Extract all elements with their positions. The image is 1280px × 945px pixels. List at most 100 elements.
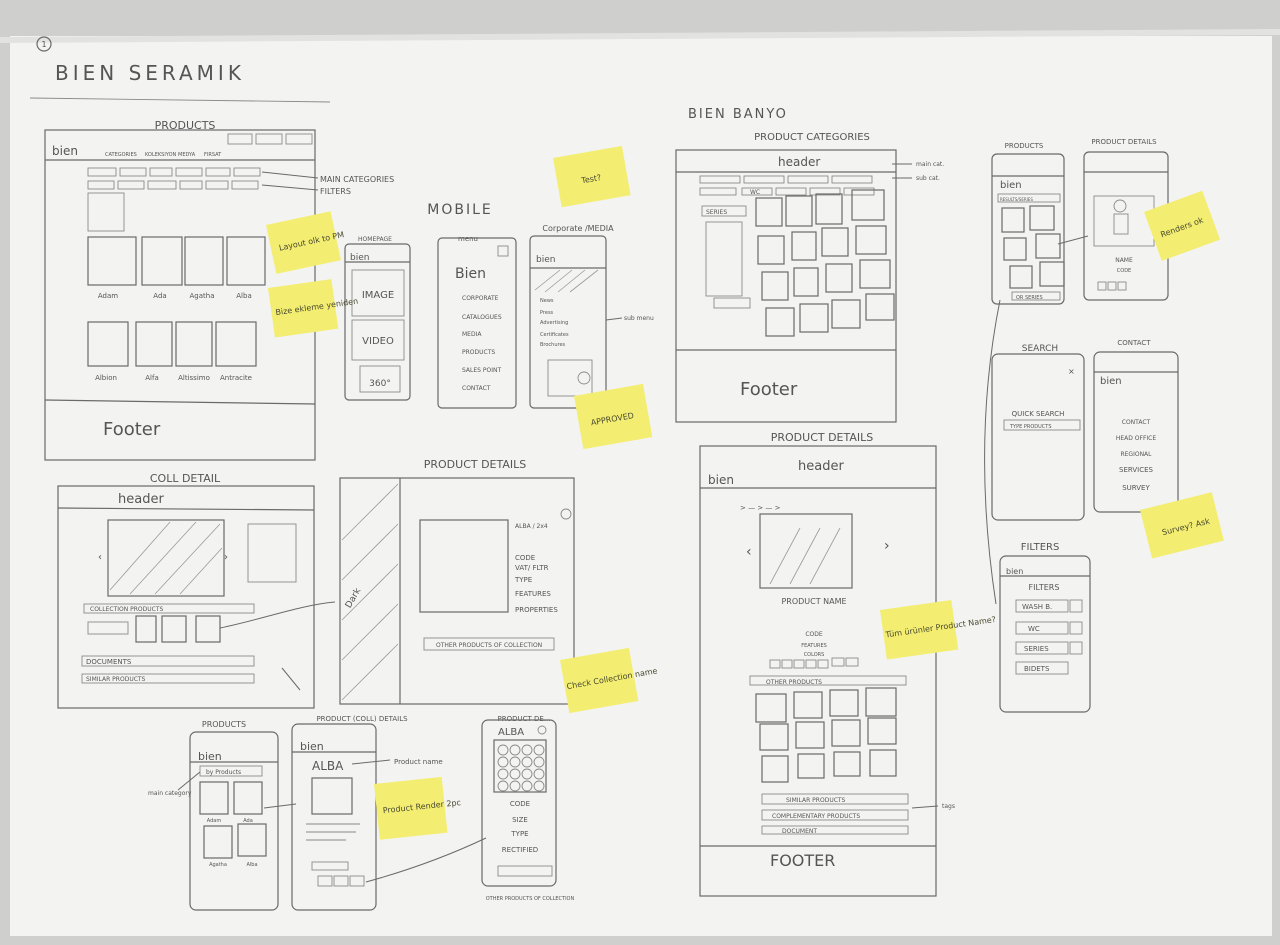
banyo-categories-wireframe: PRODUCT CATEGORIES header main cat. sub … bbox=[675, 132, 944, 423]
banyo-filters-wireframe: FILTERS bien FILTERS WASH B. WC SERIES B… bbox=[999, 542, 1091, 713]
seramik-products-wireframe: PRODUCTS bien CATEGORIES KOLEKSIYON MEDY… bbox=[44, 119, 394, 461]
detail2-field: RECTIFIED bbox=[502, 846, 538, 854]
banyo-colors: COLORS bbox=[804, 652, 825, 658]
banyo-details-logo: bien bbox=[708, 473, 734, 487]
seramik-mobile-product-detail2-wireframe: PRODUCT DE... ALBA CODE SIZE TYPE RECTIF… bbox=[481, 715, 574, 902]
tile-label: Albion bbox=[95, 374, 117, 382]
tile-label: Ada bbox=[153, 292, 166, 300]
tile-label: Altissimo bbox=[178, 374, 210, 382]
page-title: BIEN SERAMIK bbox=[55, 61, 245, 85]
coll-detail-title: COLL DETAIL bbox=[150, 472, 221, 485]
callout-product-name: Product name bbox=[394, 758, 443, 766]
mobile-products-logo: bien bbox=[198, 750, 222, 763]
mobile-details-name: ALBA bbox=[312, 759, 344, 773]
sticky-note: Renders ok bbox=[1144, 190, 1221, 261]
callout-sub-menu: sub menu bbox=[624, 315, 654, 322]
menu-item: CONTACT bbox=[462, 385, 491, 392]
tile-label: Adam bbox=[98, 292, 118, 300]
mobile-corporate-logo: bien bbox=[536, 255, 555, 265]
banyo-bar: SIMILAR PRODUCTS bbox=[786, 797, 846, 804]
menu-item: SALES POINT bbox=[462, 367, 501, 374]
filters-title: FILTERS bbox=[1021, 542, 1060, 553]
products-nav-4: FIRSAT bbox=[204, 152, 222, 158]
menu-item: PRODUCTS bbox=[462, 349, 495, 356]
banyo-bar: DOCUMENT bbox=[782, 828, 817, 835]
products-logo: bien bbox=[52, 144, 78, 158]
banyo-categories-header: header bbox=[778, 155, 820, 169]
svg-text:›: › bbox=[224, 552, 228, 563]
page-number: 1 bbox=[41, 40, 46, 49]
quick-search-label: QUICK SEARCH bbox=[1012, 410, 1065, 418]
spec-line: FEATURES bbox=[515, 590, 551, 598]
tile-label: Adam bbox=[207, 818, 222, 824]
contact-item: SERVICES bbox=[1119, 466, 1154, 474]
sticky-note: Layout olk to PM bbox=[266, 211, 345, 274]
banyo-mobile-bottom: OR SERIES bbox=[1016, 295, 1043, 301]
svg-text:Test?: Test? bbox=[580, 173, 602, 186]
mobile-corporate-title: Corporate /MEDIA bbox=[542, 224, 614, 233]
banyo-product-details-wireframe: PRODUCT DETAILS bien header > — > — > ‹ … bbox=[699, 431, 955, 897]
products-nav-1: CATEGORIES bbox=[105, 152, 137, 158]
svg-text:›: › bbox=[884, 538, 890, 554]
banyo-mobile-details-title: PRODUCT DETAILS bbox=[1091, 138, 1157, 146]
sub-item: Brochures bbox=[540, 342, 566, 348]
mobile-detail2-title: PRODUCT DE... bbox=[498, 715, 551, 723]
image-block-label: IMAGE bbox=[362, 290, 394, 301]
mobile-products-filter: by Products bbox=[206, 769, 241, 776]
banyo-mobile-details-wireframe: PRODUCT DETAILS NAME CODE bbox=[1083, 138, 1169, 301]
mobile-homepage-logo: bien bbox=[350, 253, 369, 263]
sub-item: Advertising bbox=[540, 320, 568, 326]
banyo-filter-a: SERIES bbox=[706, 209, 727, 216]
callout-main-categories: MAIN CATEGORIES bbox=[320, 175, 394, 184]
filter-item: WC bbox=[1028, 625, 1040, 633]
spec-line: VAT/ FLTR bbox=[515, 564, 549, 572]
tile-label: Agatha bbox=[190, 292, 215, 300]
tour-block-label: 360° bbox=[369, 379, 391, 389]
coll-bar: COLLECTION PRODUCTS bbox=[90, 606, 164, 613]
mobile-details-logo: bien bbox=[300, 740, 324, 753]
products-nav-3: MEDYA bbox=[178, 152, 196, 158]
mobile-menu-logo: Bien bbox=[455, 266, 486, 282]
spec-line: PROPERTIES bbox=[515, 606, 558, 614]
spec-line: ALBA / 2x4 bbox=[515, 523, 548, 530]
menu-item: CORPORATE bbox=[462, 295, 499, 302]
mobile-products-title: PRODUCTS bbox=[202, 720, 246, 729]
banyo-features: FEATURES bbox=[801, 643, 827, 649]
seramik-mobile-wireframes: MOBILE HOMEPAGE bien IMAGE VIDEO 360° me… bbox=[344, 202, 654, 409]
tile-label: Alfa bbox=[145, 374, 159, 382]
banyo-mobile-filter: RESULTS/SERIES bbox=[1000, 197, 1033, 202]
menu-item: MEDIA bbox=[462, 331, 482, 338]
banyo-categories-title: PRODUCT CATEGORIES bbox=[754, 132, 870, 143]
seramik-mobile-product-details-wireframe: PRODUCT (COLL) DETAILS bien ALBA Product… bbox=[291, 715, 487, 911]
sticky-note: Product Render 2pc bbox=[374, 776, 461, 840]
banyo-title: BIEN BANYO bbox=[688, 107, 788, 122]
banyo-product-name: PRODUCT NAME bbox=[781, 597, 846, 606]
banyo-mobile-logo: bien bbox=[1000, 180, 1022, 191]
sub-item: Press bbox=[540, 310, 554, 316]
svg-text:‹: ‹ bbox=[746, 544, 752, 560]
mobile-product-details-title: PRODUCT (COLL) DETAILS bbox=[316, 715, 408, 723]
banyo-search-wireframe: SEARCH × QUICK SEARCH TYPE PRODUCTS bbox=[991, 344, 1085, 521]
detail2-field: TYPE bbox=[510, 830, 528, 838]
callout-filters: FILTERS bbox=[320, 187, 351, 196]
sticky-note: Test? bbox=[553, 145, 631, 208]
contact-logo: bien bbox=[1100, 376, 1122, 387]
contact-item: CONTACT bbox=[1122, 419, 1151, 426]
detail2-name: ALBA bbox=[498, 727, 524, 738]
mobile-menu-title: menu bbox=[458, 235, 478, 243]
product-details-title: PRODUCT DETAILS bbox=[424, 458, 527, 471]
tile-label: Antracite bbox=[220, 374, 252, 382]
banyo-mobile-name: NAME bbox=[1115, 257, 1133, 264]
detail2-field: SIZE bbox=[512, 816, 528, 824]
banyo-code: CODE bbox=[805, 631, 823, 638]
tile-label: Alba bbox=[246, 862, 257, 868]
svg-text:‹: ‹ bbox=[98, 552, 102, 563]
callout-main-category: main category bbox=[148, 790, 192, 797]
products-nav-2: KOLEKSIYON bbox=[145, 152, 177, 158]
contact-item: SURVEY bbox=[1122, 484, 1150, 492]
spec-line: CODE bbox=[515, 554, 535, 562]
banyo-categories-footer: Footer bbox=[740, 379, 798, 400]
filters-logo: bien bbox=[1006, 567, 1023, 576]
contact-item: REGIONAL bbox=[1120, 451, 1152, 458]
contact-item: HEAD OFFICE bbox=[1116, 435, 1157, 442]
